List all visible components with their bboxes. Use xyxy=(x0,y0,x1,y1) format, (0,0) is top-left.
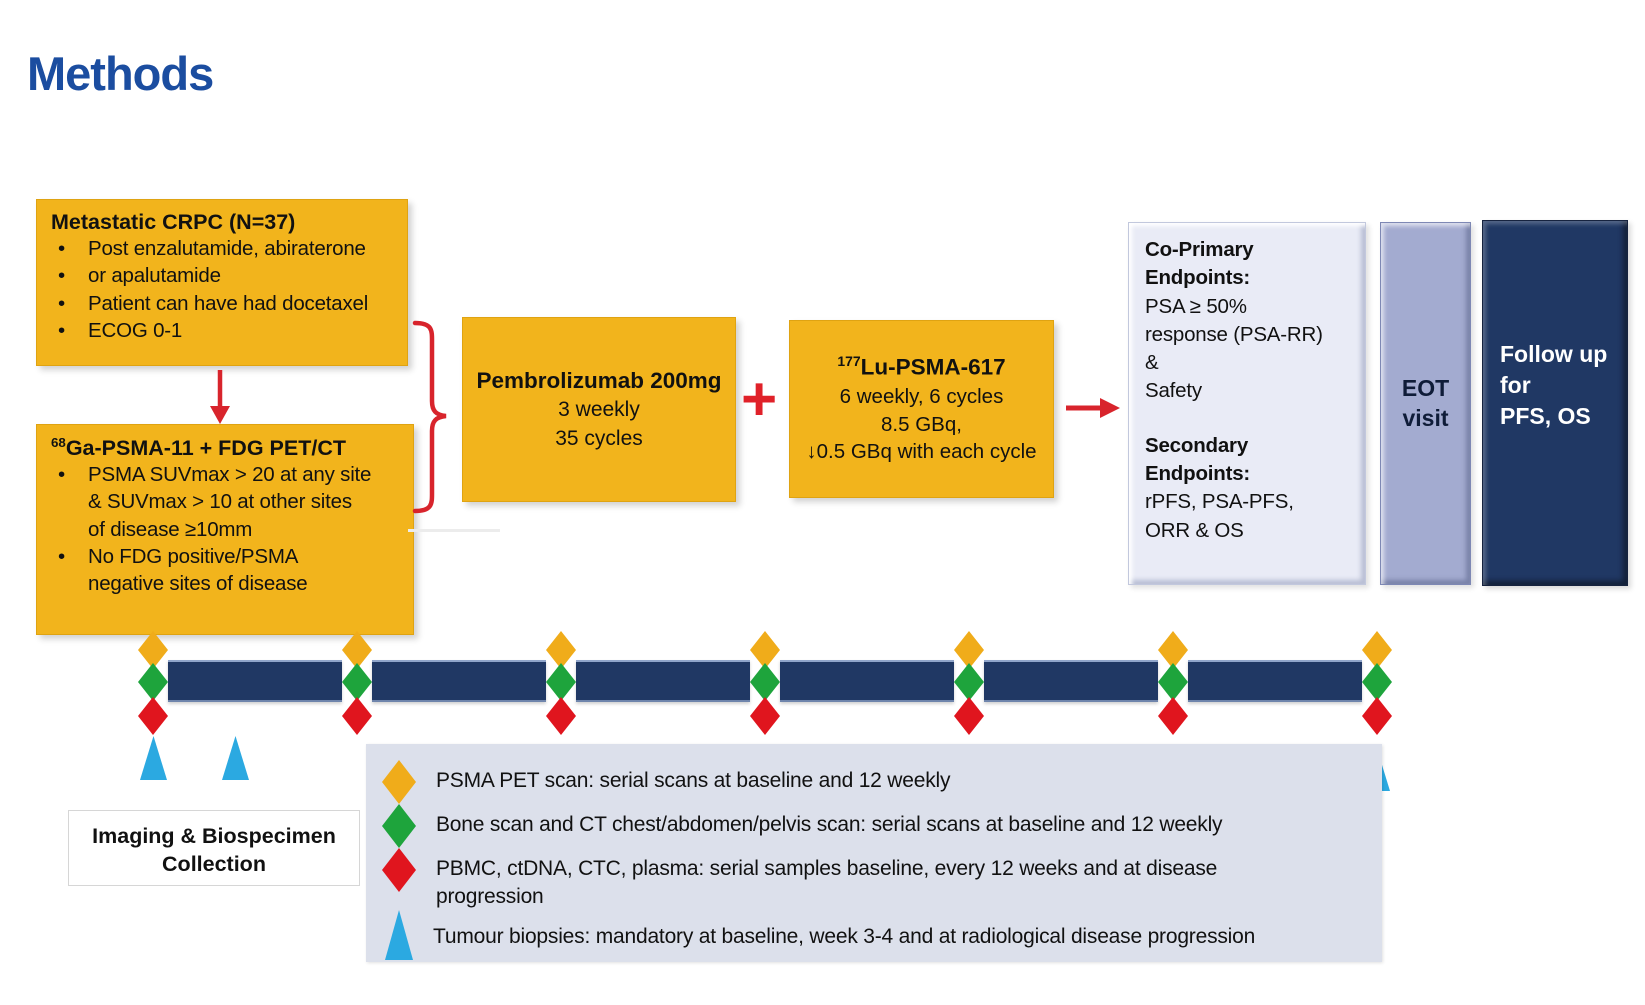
drug-schedule: 3 weekly xyxy=(558,398,640,422)
bone-ct-scan-icon xyxy=(546,663,576,701)
timepoint-markers xyxy=(138,631,168,736)
drug-dose-note: ↓0.5 GBq with each cycle xyxy=(806,440,1037,464)
legend-item: Bone scan and CT chest/abdomen/pelvis sc… xyxy=(382,804,1223,848)
treatment-cycle-bar xyxy=(576,660,750,702)
bullet-dot xyxy=(51,262,88,289)
treatment-cycle-bar xyxy=(168,660,342,702)
biospecimen-diamond-icon xyxy=(382,848,416,892)
biospecimen-sample-icon xyxy=(342,697,372,735)
timepoint-markers xyxy=(546,631,576,736)
follow-up-line: Follow up xyxy=(1500,341,1608,367)
bone-ct-scan-icon xyxy=(342,663,372,701)
timepoint-markers xyxy=(1158,631,1188,736)
eligibility-bullet: or apalutamide xyxy=(51,262,395,289)
eot-line: EOT xyxy=(1401,374,1450,401)
biopsy-triangle-icon xyxy=(385,910,413,960)
eot-line: visit xyxy=(1402,404,1449,431)
eligibility-bullet: Post enzalutamide, abiraterone xyxy=(51,235,395,262)
legend-item: Tumour biopsies: mandatory at baseline, … xyxy=(382,910,1255,960)
bone-ct-scan-icon xyxy=(1362,663,1392,701)
timepoint-markers xyxy=(954,631,984,736)
bone-ct-scan-icon xyxy=(750,663,780,701)
eot-visit-box: EOT visit xyxy=(1380,222,1471,585)
pet-criteria-heading: 68Ga-PSMA-11 + FDG PET/CT xyxy=(51,435,346,461)
down-arrow-icon xyxy=(210,370,230,424)
endpoint-line: rPFS, PSA-PFS, xyxy=(1145,490,1294,514)
primary-endpoints-title: Co-Primary Endpoints: xyxy=(1145,238,1254,290)
timepoint-markers xyxy=(750,631,780,736)
follow-up-box: Follow up for PFS, OS xyxy=(1482,220,1628,586)
imaging-biospecimen-label: Imaging & Biospecimen Collection xyxy=(68,810,360,886)
treatment-cycle-bar xyxy=(372,660,546,702)
plus-sign: + xyxy=(741,365,778,434)
endpoint-line: ORR & OS xyxy=(1145,518,1244,542)
biospecimen-sample-icon xyxy=(1362,697,1392,735)
spacer xyxy=(1145,406,1353,432)
bone-ct-scan-icon xyxy=(954,663,984,701)
eligibility-heading: Metastatic CRPC (N=37) xyxy=(51,210,296,234)
endpoints-box: Co-Primary Endpoints: PSA ≥ 50% response… xyxy=(1128,222,1366,585)
legend-item: PSMA PET scan: serial scans at baseline … xyxy=(382,760,950,804)
bullet-dot xyxy=(51,235,88,262)
legend-item: PBMC, ctDNA, CTC, plasma: serial samples… xyxy=(382,848,1296,910)
follow-up-line: PFS, OS xyxy=(1500,403,1591,430)
bullet-dot xyxy=(51,317,88,344)
tumour-biopsy-icon xyxy=(222,736,249,780)
bone-ct-diamond-icon xyxy=(382,804,416,848)
treatment-cycle-bar xyxy=(780,660,954,702)
bullet-dot xyxy=(51,543,88,598)
right-arrow-icon xyxy=(1066,398,1120,418)
bullet-dot xyxy=(51,290,88,317)
tumour-biopsy-icon xyxy=(140,736,167,780)
timepoint-markers xyxy=(342,631,372,736)
psma-pet-diamond-icon xyxy=(382,760,416,804)
bullet-dot xyxy=(51,461,88,543)
lu-psma-box: 177Lu-PSMA-617 6 weekly, 6 cycles 8.5 GB… xyxy=(789,320,1054,498)
follow-up-line: for xyxy=(1500,372,1531,399)
biospecimen-sample-icon xyxy=(954,697,984,735)
legend-box: PSMA PET scan: serial scans at baseline … xyxy=(366,744,1382,962)
biospecimen-sample-icon xyxy=(1158,697,1188,735)
bone-ct-scan-icon xyxy=(138,663,168,701)
drug-dose: 8.5 GBq, xyxy=(881,412,962,436)
divider-line xyxy=(408,529,500,532)
endpoint-line: response (PSA-RR) xyxy=(1145,322,1323,346)
drug-name: 177Lu-PSMA-617 xyxy=(837,353,1006,380)
biospecimen-sample-icon xyxy=(750,697,780,735)
eligibility-box: Metastatic CRPC (N=37) Post enzalutamide… xyxy=(36,199,408,366)
eligibility-bullet: Patient can have had docetaxel xyxy=(51,290,395,317)
secondary-endpoints-title: Secondary Endpoints: xyxy=(1145,433,1251,485)
endpoint-line: Safety xyxy=(1145,379,1202,403)
pet-criteria-bullet: No FDG positive/PSMA negative sites of d… xyxy=(51,543,403,598)
biospecimen-sample-icon xyxy=(138,697,168,735)
endpoint-line: & xyxy=(1145,351,1159,375)
treatment-cycle-bar xyxy=(1188,660,1362,702)
bone-ct-scan-icon xyxy=(1158,663,1188,701)
drug-cycles: 35 cycles xyxy=(555,427,643,451)
pembrolizumab-box: Pembrolizumab 200mg 3 weekly 35 cycles xyxy=(462,317,736,502)
page-title: Methods xyxy=(27,47,214,100)
timepoint-markers xyxy=(1362,631,1392,736)
drug-name: Pembrolizumab 200mg xyxy=(476,368,722,393)
eligibility-bullet: ECOG 0-1 xyxy=(51,317,395,344)
endpoint-line: PSA ≥ 50% xyxy=(1145,294,1247,318)
drug-schedule: 6 weekly, 6 cycles xyxy=(839,384,1004,408)
biospecimen-sample-icon xyxy=(546,697,576,735)
brace-icon xyxy=(412,320,447,514)
pet-criteria-box: 68Ga-PSMA-11 + FDG PET/CT PSMA SUVmax > … xyxy=(36,424,414,635)
pet-criteria-bullet: PSMA SUVmax > 20 at any site & SUVmax > … xyxy=(51,461,403,543)
treatment-cycle-bar xyxy=(984,660,1158,702)
